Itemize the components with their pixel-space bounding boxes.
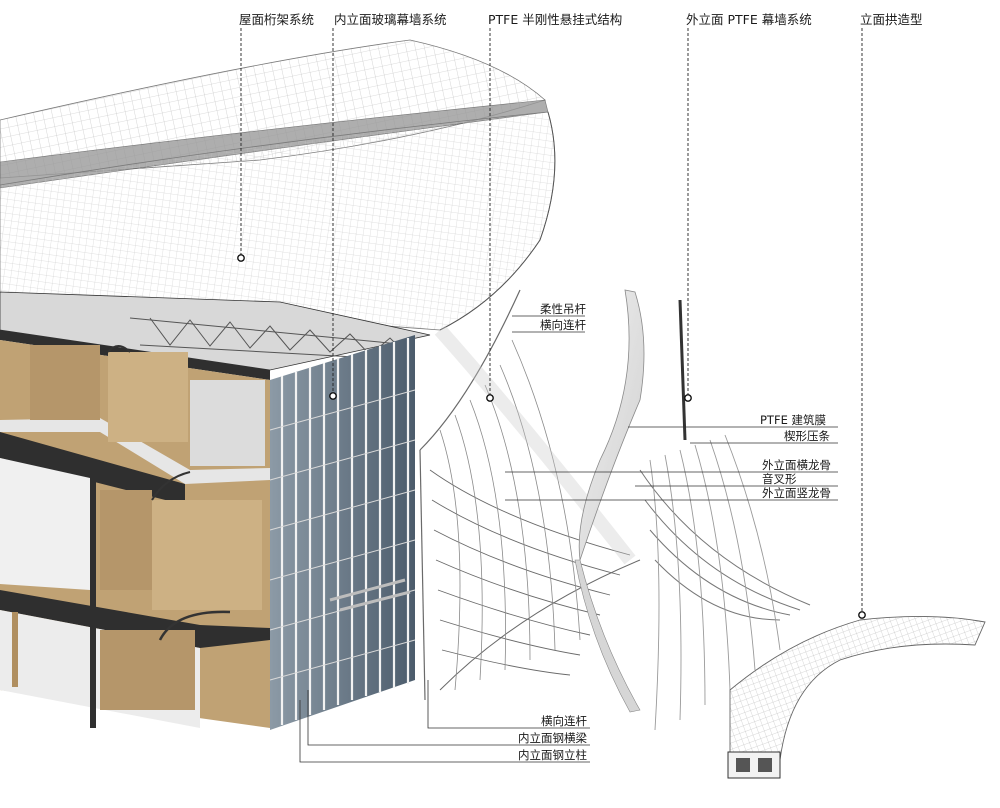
ptfe-semirigid-structure <box>419 289 641 701</box>
leader-lines-top <box>240 28 863 614</box>
label-tuning-fork: 音叉形 <box>762 472 797 486</box>
label-inner-column: 内立面钢立柱 <box>518 748 587 762</box>
label-outer-ptfe: 外立面 PTFE 幕墙系统 <box>686 12 812 27</box>
label-outer-v-keel: 外立面竖龙骨 <box>762 486 831 500</box>
leader-lines-side <box>505 315 838 501</box>
building-cutaway <box>0 291 431 728</box>
label-inner-h-beam: 内立面钢横梁 <box>518 731 587 745</box>
outer-ptfe-membrane <box>574 289 645 713</box>
facade-arch-form <box>727 616 986 779</box>
label-ptfe-membrane: PTFE 建筑膜 <box>760 413 826 427</box>
outer-facade-keels <box>639 299 811 731</box>
label-roof-truss: 屋面桁架系统 <box>239 12 315 27</box>
leader-lines-bottom <box>299 680 590 763</box>
label-arch-form: 立面拱造型 <box>860 12 923 27</box>
label-outer-h-keel: 外立面横龙骨 <box>762 458 831 472</box>
label-cross-tie-lower: 横向连杆 <box>541 714 587 728</box>
leader-dots <box>237 254 866 619</box>
label-inner-glass: 内立面玻璃幕墙系统 <box>334 12 447 27</box>
label-ptfe-semi: PTFE 半刚性悬挂式结构 <box>488 12 623 27</box>
label-cross-tie-upper: 横向连杆 <box>540 318 586 332</box>
inner-glass-curtain-wall <box>269 335 416 730</box>
label-wedge-strip: 楔形压条 <box>784 429 830 443</box>
label-flex-rod: 柔性吊杆 <box>540 302 586 316</box>
